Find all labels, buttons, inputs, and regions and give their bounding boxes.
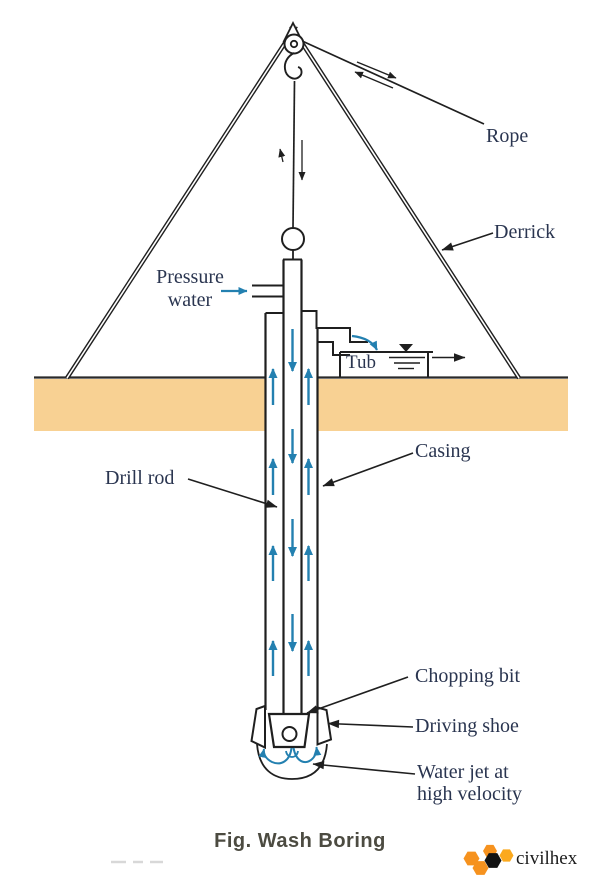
pressure-water-label-line1: Pressure xyxy=(156,266,224,288)
water-jet-arrows xyxy=(258,746,322,765)
civilhex-logo-icon xyxy=(463,844,514,875)
civilhex-logo-text: civilhex xyxy=(516,848,578,869)
rope-label: Rope xyxy=(486,125,529,147)
chopping-bit-label: Chopping bit xyxy=(415,665,521,687)
chopping-bit xyxy=(267,712,311,749)
flow-arrows-up xyxy=(268,368,313,676)
pressure-water-pipe xyxy=(221,284,283,298)
pressure-water-label-line2: water xyxy=(167,289,213,311)
pressure-water-label: Pressure water xyxy=(140,266,240,312)
water-jet-label-line1: Water jet at xyxy=(417,761,509,783)
tub xyxy=(339,344,466,377)
derrick-label: Derrick xyxy=(494,221,556,243)
hook-icon xyxy=(278,52,306,229)
casing-label: Casing xyxy=(415,440,471,462)
water-level-icon xyxy=(399,344,413,352)
tub-label: Tub xyxy=(346,352,376,373)
drill-rod-label: Drill rod xyxy=(105,467,175,489)
pulley-icon xyxy=(282,20,305,55)
leader-arrows xyxy=(187,232,494,775)
swivel-ball xyxy=(281,227,305,260)
driving-shoe-label: Driving shoe xyxy=(415,715,519,737)
figure-caption: Fig. Wash Boring xyxy=(214,830,386,852)
water-jet-label: Water jet at high velocity xyxy=(417,761,522,805)
water-jet-label-line2: high velocity xyxy=(417,783,522,805)
derrick-legs xyxy=(65,24,521,380)
drill-rod xyxy=(282,258,303,714)
casing xyxy=(264,310,378,711)
rope-line xyxy=(299,39,485,125)
ground-soil-band xyxy=(34,376,568,431)
driving-shoe xyxy=(250,704,333,750)
